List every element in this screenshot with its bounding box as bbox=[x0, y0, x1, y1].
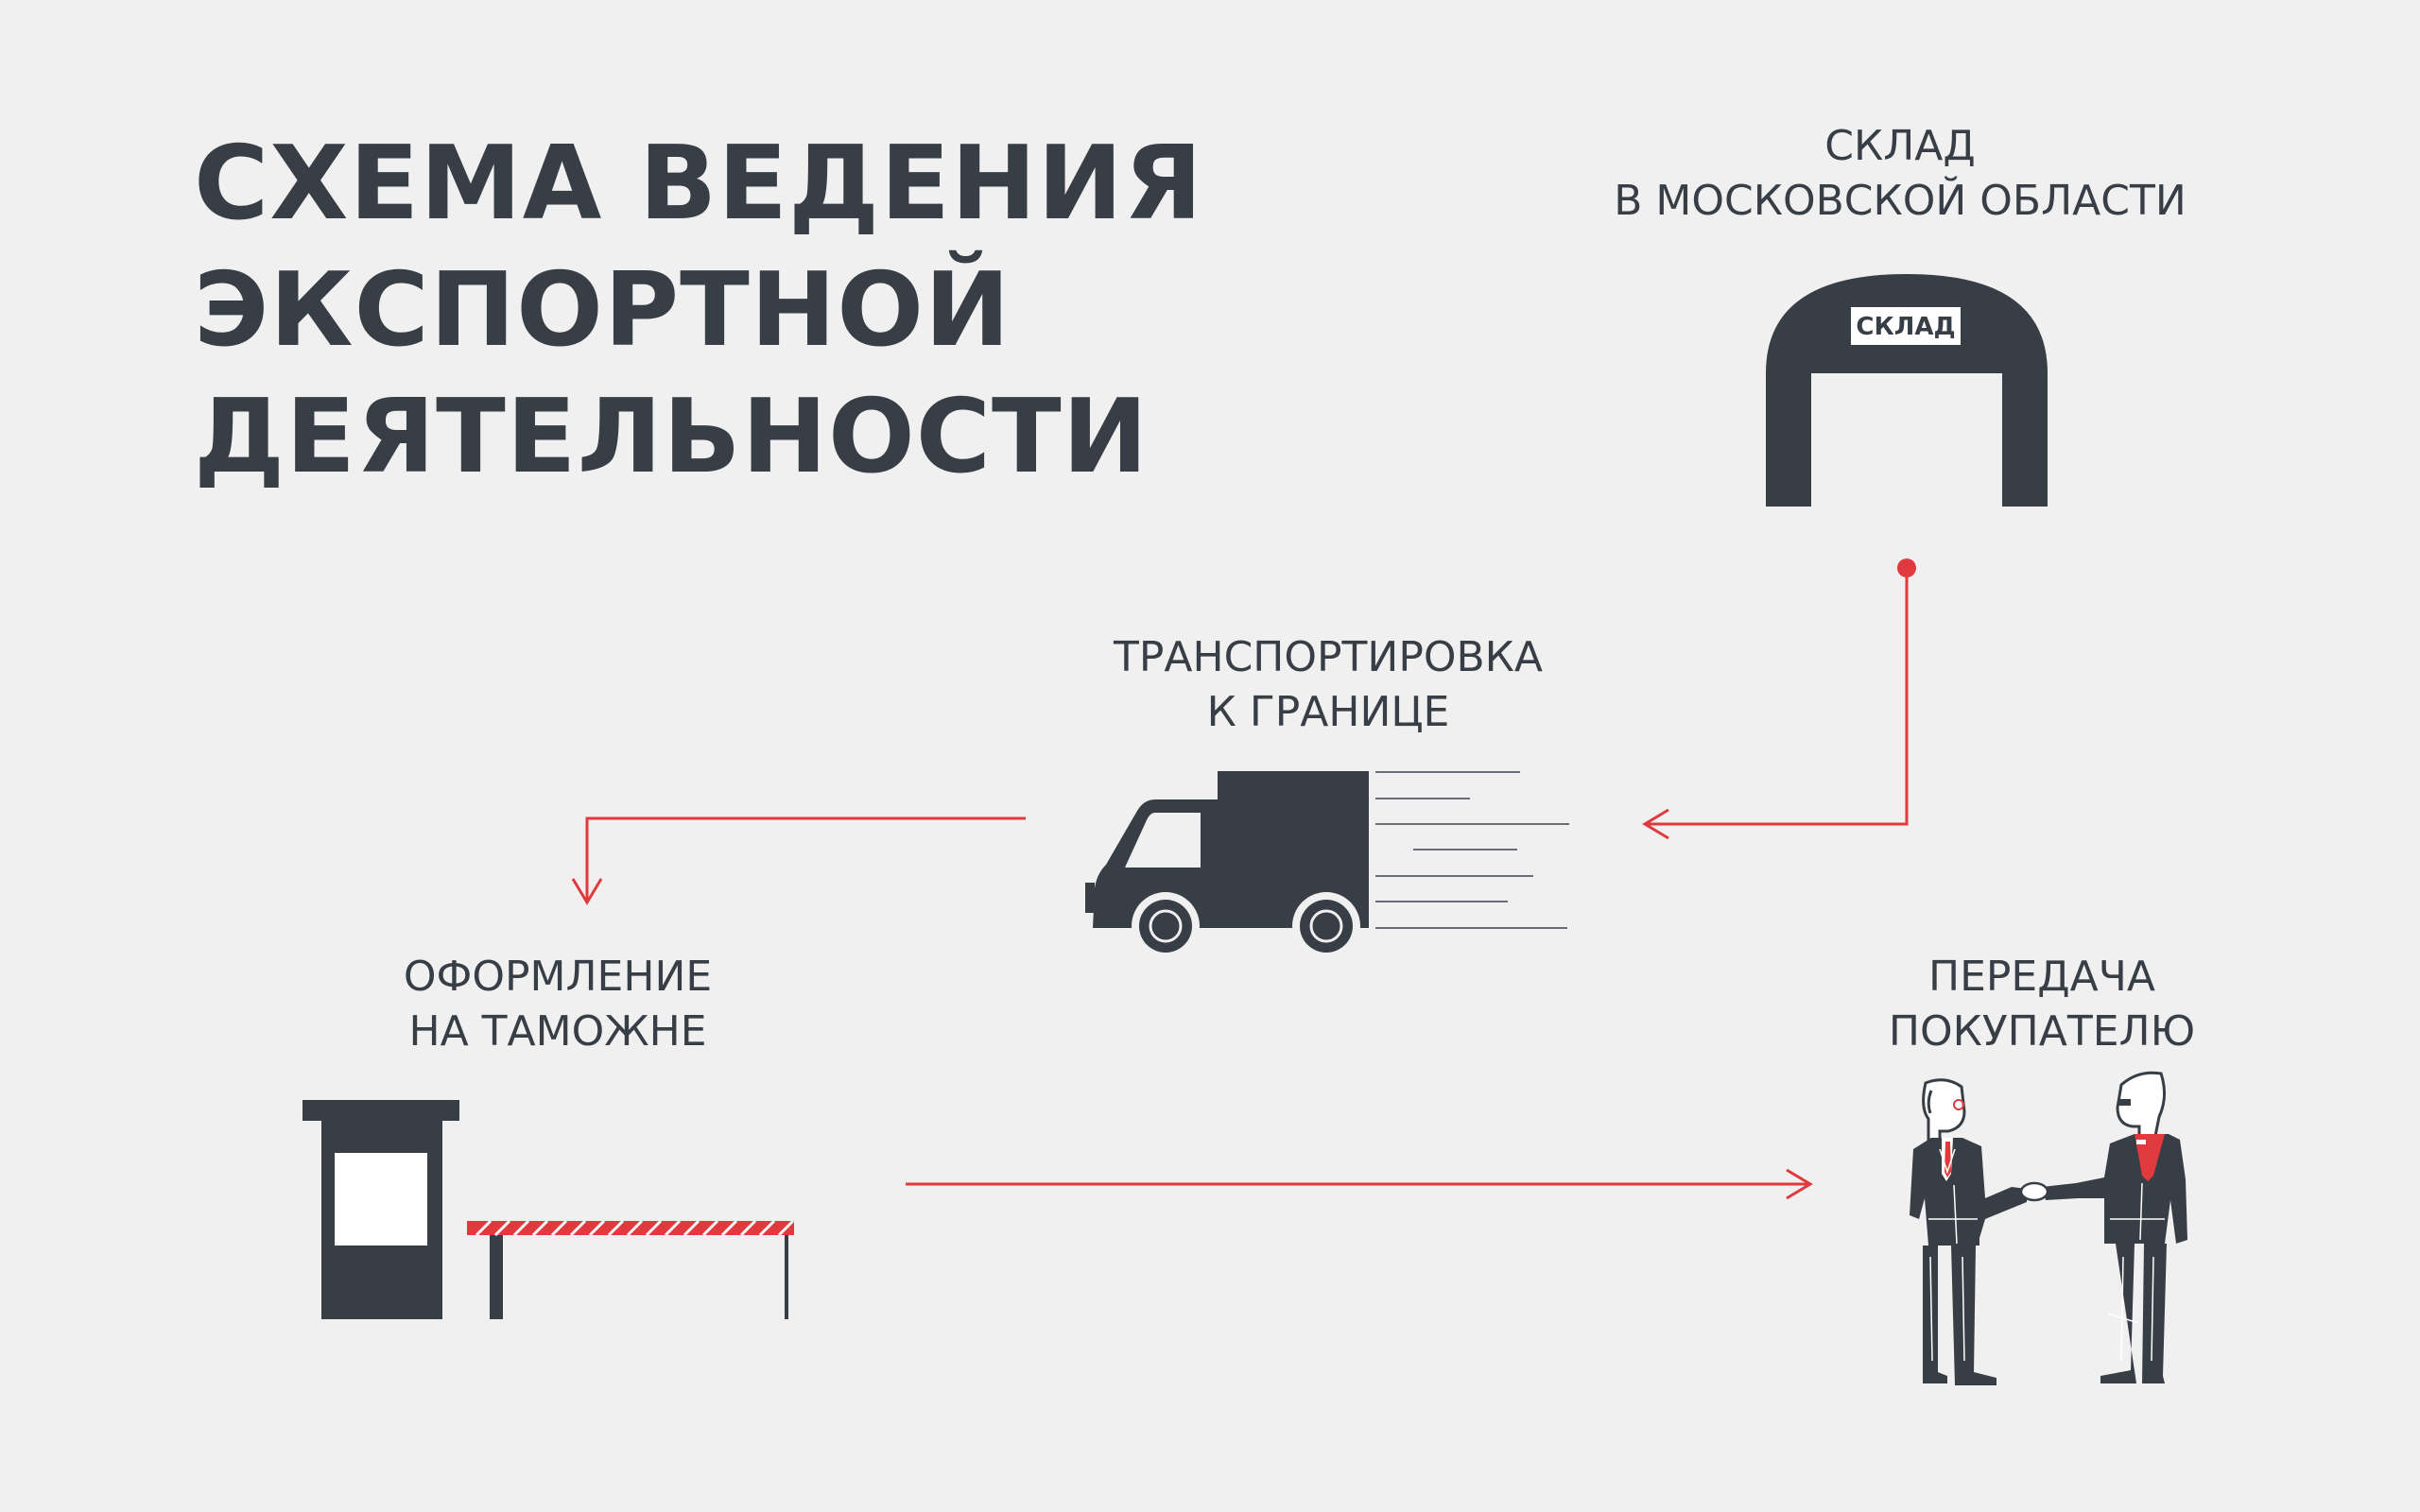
arrow-warehouse-to-transport bbox=[1642, 558, 1916, 840]
truck-window bbox=[1125, 813, 1201, 868]
title-line-2: ЭКСПОРТНОЙ bbox=[194, 251, 1011, 369]
warehouse-caption-line-1: СКЛАД bbox=[1824, 122, 1976, 170]
title-line-3: ДЕЯТЕЛЬНОСТИ bbox=[194, 378, 1150, 496]
handover-caption: ПЕРЕДАЧА ПОКУПАТЕЛЮ bbox=[1815, 950, 2269, 1059]
customs-caption-line-2: НА ТАМОЖНЕ bbox=[408, 1007, 707, 1056]
booth-roof bbox=[302, 1100, 459, 1121]
handover-caption-line-1: ПЕРЕДАЧА bbox=[1928, 953, 2155, 1001]
customs-caption: ОФОРМЛЕНИЕ НА ТАМОЖНЕ bbox=[359, 950, 756, 1059]
title-line-1: СХЕМА ВЕДЕНИЯ bbox=[194, 125, 1203, 243]
transport-caption: ТРАНСПОРТИРОВКА К ГРАНИЦЕ bbox=[1040, 630, 1616, 740]
arrow-transport-to-customs bbox=[571, 816, 1026, 905]
clasped-hands bbox=[2019, 1181, 2049, 1202]
speed-lines bbox=[1375, 771, 1569, 929]
customs-caption-line-1: ОФОРМЛЕНИЕ bbox=[403, 953, 713, 1001]
truck-icon bbox=[1085, 771, 1569, 960]
seller-figure bbox=[1910, 1078, 2027, 1385]
warehouse-caption: СКЛАД В МОСКОВСКОЙ ОБЛАСТИ bbox=[1512, 119, 2288, 229]
buyer-figure bbox=[2042, 1071, 2187, 1383]
warehouse-icon: СКЛАД bbox=[1766, 274, 2048, 507]
arrow-customs-to-handover bbox=[906, 1168, 1813, 1200]
barrier-post bbox=[490, 1230, 503, 1319]
transport-caption-line-1: ТРАНСПОРТИРОВКА bbox=[1113, 633, 1544, 681]
handover-caption-line-2: ПОКУПАТЕЛЮ bbox=[1888, 1007, 2196, 1056]
warehouse-sign-text: СКЛАД bbox=[1856, 313, 1955, 341]
handshake-icon bbox=[1910, 1071, 2187, 1385]
warehouse-sign bbox=[1851, 307, 1961, 345]
customs-barrier-icon bbox=[302, 1100, 795, 1319]
transport-caption-line-2: К ГРАНИЦЕ bbox=[1206, 688, 1450, 736]
page-title: СХЕМА ВЕДЕНИЯ ЭКСПОРТНОЙ ДЕЯТЕЛЬНОСТИ bbox=[194, 121, 1203, 501]
booth-window bbox=[335, 1153, 427, 1246]
warehouse-caption-line-2: В МОСКОВСКОЙ ОБЛАСТИ bbox=[1614, 177, 2187, 225]
